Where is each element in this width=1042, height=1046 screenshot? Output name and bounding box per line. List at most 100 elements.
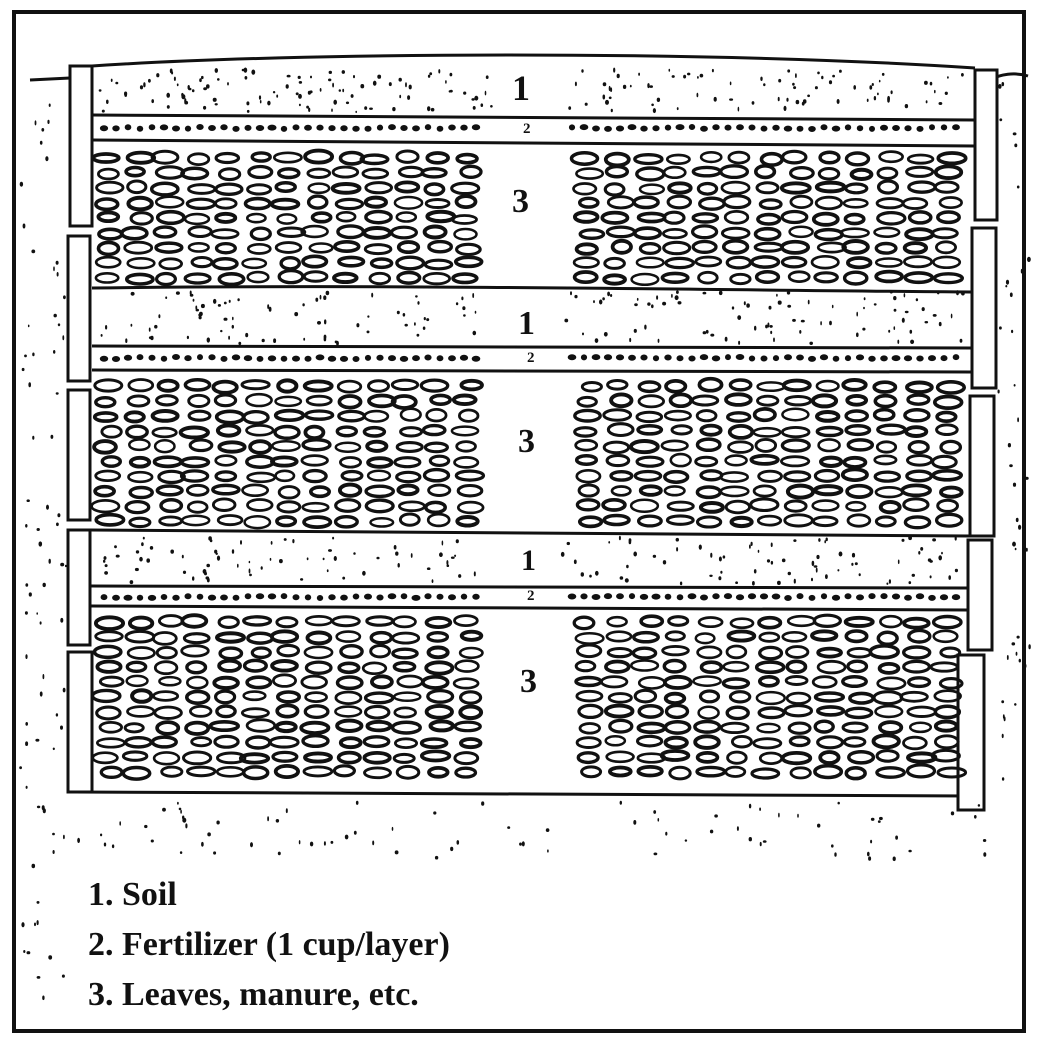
fertilizer-dot (437, 594, 444, 600)
fertilizer-dot (928, 355, 936, 361)
leaf-mark (582, 767, 601, 777)
leaf-mark (666, 694, 685, 703)
leaf-mark (363, 663, 386, 674)
fertilizer-dot (137, 595, 143, 601)
leaf-mark (727, 707, 748, 718)
soil-speck (778, 97, 780, 101)
soil-speck (485, 91, 487, 96)
leaf-mark (130, 518, 150, 526)
soil-speck (60, 563, 64, 567)
leaf-mark (277, 705, 297, 716)
leaf-mark (608, 424, 633, 436)
leaf-mark (244, 617, 271, 625)
soil-speck (1013, 483, 1016, 487)
leaf-mark (905, 410, 929, 421)
soil-speck (355, 111, 357, 113)
soil-speck (653, 555, 656, 558)
soil-speck (417, 301, 419, 305)
leaf-mark (729, 442, 753, 453)
leaf-mark (371, 633, 391, 643)
fertilizer-dot (161, 594, 168, 600)
leaf-mark (186, 723, 208, 734)
leaf-mark (93, 154, 119, 162)
leaf-mark (306, 411, 333, 419)
fertilizer-dot (208, 354, 215, 360)
fertilizer-dot (760, 593, 768, 599)
leaf-mark (272, 200, 299, 209)
leaf-mark (429, 242, 451, 252)
soil-speck (637, 298, 639, 301)
soil-speck (825, 574, 828, 579)
soil-speck (299, 840, 301, 844)
leaf-mark (368, 458, 391, 467)
fertilizer-dot (629, 593, 635, 599)
leaf-mark (850, 693, 873, 703)
leaf-mark (128, 198, 151, 210)
soil-speck (1005, 285, 1007, 287)
leaf-mark (901, 692, 928, 701)
soil-speck (620, 576, 624, 580)
soil-speck (463, 92, 466, 95)
fertilizer-dot (412, 355, 420, 361)
leaf-mark (250, 441, 270, 453)
leaf-mark (187, 485, 208, 495)
leaf-mark (278, 645, 299, 655)
leaf-mark (783, 258, 806, 267)
leaf-mark (936, 722, 957, 731)
soil-speck (183, 571, 186, 574)
soil-speck (53, 350, 55, 354)
leaf-mark (461, 739, 481, 747)
leaf-mark (246, 425, 273, 435)
soil-speck (863, 307, 865, 310)
fertilizer-dot (424, 355, 431, 361)
soil-speck (1013, 132, 1017, 135)
leaf-mark (732, 518, 752, 526)
soil-speck (426, 318, 429, 321)
leaf-mark (904, 499, 928, 511)
soil-speck (395, 850, 399, 854)
soil-speck (299, 81, 302, 84)
fertilizer-dot (388, 355, 396, 361)
soil-speck (1015, 548, 1017, 551)
leaf-mark (637, 168, 664, 180)
soil-speck (974, 815, 977, 819)
leaf-mark (756, 229, 780, 240)
leaf-mark (906, 427, 926, 436)
fertilizer-dot (784, 595, 792, 601)
soil-speck (32, 353, 34, 357)
soil-speck (270, 558, 272, 561)
leaf-mark (182, 646, 209, 656)
leaf-mark (700, 198, 724, 209)
soil-speck (678, 301, 682, 304)
soil-speck (629, 540, 632, 544)
leaf-mark (182, 168, 208, 178)
soil-speck (180, 851, 182, 854)
leaf-mark (754, 739, 781, 748)
fertilizer-dot (832, 595, 840, 601)
leaf-mark (160, 517, 182, 525)
soil-speck (1014, 144, 1017, 148)
soil-speck (738, 341, 740, 345)
leaf-mark (933, 471, 961, 480)
leaf-mark (904, 661, 930, 672)
leaf-mark (817, 412, 838, 421)
leaf-mark (161, 500, 181, 512)
soil-speck (663, 560, 666, 564)
leaf-mark (155, 662, 177, 674)
leaf-mark (127, 274, 153, 284)
fertilizer-dot (472, 356, 481, 362)
leaf-mark (216, 691, 235, 703)
leaf-mark (102, 457, 120, 466)
fertilizer-dot (281, 126, 287, 132)
soil-speck (978, 804, 980, 807)
leaf-mark (456, 471, 483, 480)
soil-speck (568, 106, 571, 110)
fertilizer-dot (101, 594, 108, 600)
leaf-mark (577, 244, 597, 254)
fertilizer-dot (172, 595, 179, 601)
soil-speck (279, 559, 283, 563)
soil-speck (746, 303, 750, 307)
soil-speck (647, 302, 650, 305)
fertilizer-dot (340, 595, 348, 601)
soil-speck (397, 311, 400, 314)
